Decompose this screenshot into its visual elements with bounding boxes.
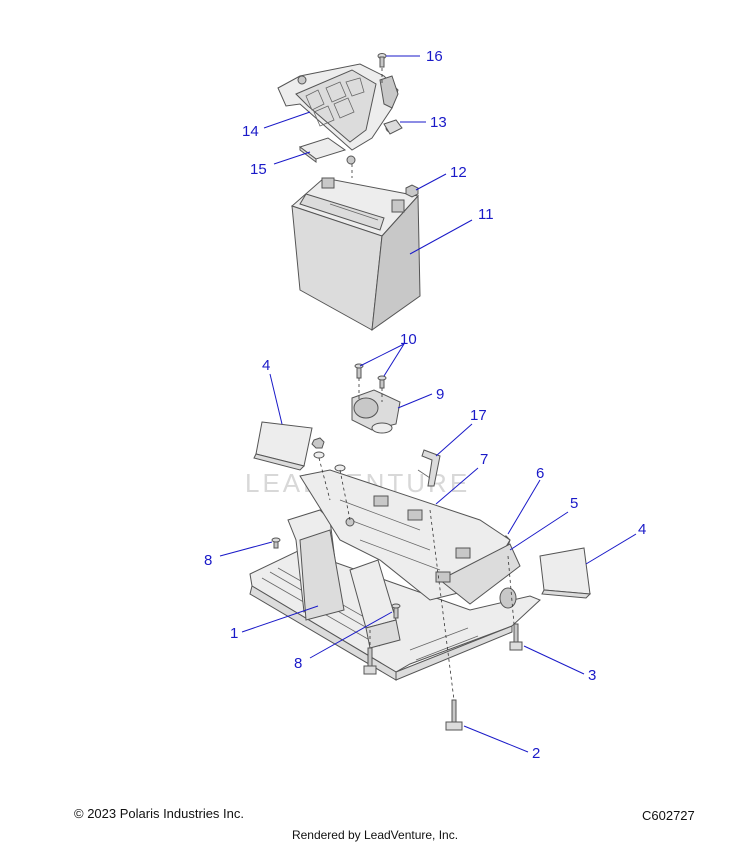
part-16-screw — [377, 53, 387, 68]
callout-12: 12 — [450, 164, 467, 181]
part-12-nut — [405, 184, 419, 198]
copyright-text: © 2023 Polaris Industries Inc. — [74, 806, 244, 821]
callout-2: 2 — [532, 745, 540, 762]
callout-10: 10 — [400, 331, 417, 348]
part-15-pad — [298, 137, 356, 165]
part-3-bolts — [363, 623, 523, 675]
callout-14: 14 — [242, 123, 259, 140]
callout-8-left: 8 — [204, 552, 212, 569]
callout-6: 6 — [536, 465, 544, 482]
callout-4-left: 4 — [262, 357, 270, 374]
part-2-bolt — [445, 699, 463, 731]
callout-labels: 16 14 13 15 12 11 10 9 4 17 7 6 5 4 8 1 … — [204, 48, 646, 762]
part-4-pad-right — [539, 547, 592, 599]
part-9-solenoid — [351, 389, 401, 434]
callout-5: 5 — [570, 495, 578, 512]
part-10-screws — [354, 363, 387, 389]
leader-lines — [219, 55, 637, 753]
callout-3: 3 — [588, 667, 596, 684]
part-14-hold-down-bracket — [277, 63, 399, 151]
part-13-clip — [383, 119, 403, 135]
rendered-by-text: Rendered by LeadVenture, Inc. — [291, 828, 459, 842]
callout-9: 9 — [436, 386, 444, 403]
part-17-bracket — [417, 449, 441, 487]
callout-8-bottom: 8 — [294, 655, 302, 672]
part-1-battery-tray — [249, 469, 541, 681]
callout-16: 16 — [426, 48, 443, 65]
diagram-code: C602727 — [642, 808, 695, 823]
part-8-screws — [271, 537, 401, 619]
callout-11: 11 — [478, 206, 494, 223]
assembly-lines — [318, 68, 515, 701]
callout-4-right: 4 — [638, 521, 646, 538]
callout-7: 7 — [480, 451, 488, 468]
callout-15: 15 — [250, 161, 267, 178]
callout-17: 17 — [470, 407, 487, 424]
callout-1: 1 — [230, 625, 238, 642]
part-4-pad-left — [253, 421, 313, 471]
callout-13: 13 — [430, 114, 447, 131]
part-11-battery — [291, 177, 421, 332]
